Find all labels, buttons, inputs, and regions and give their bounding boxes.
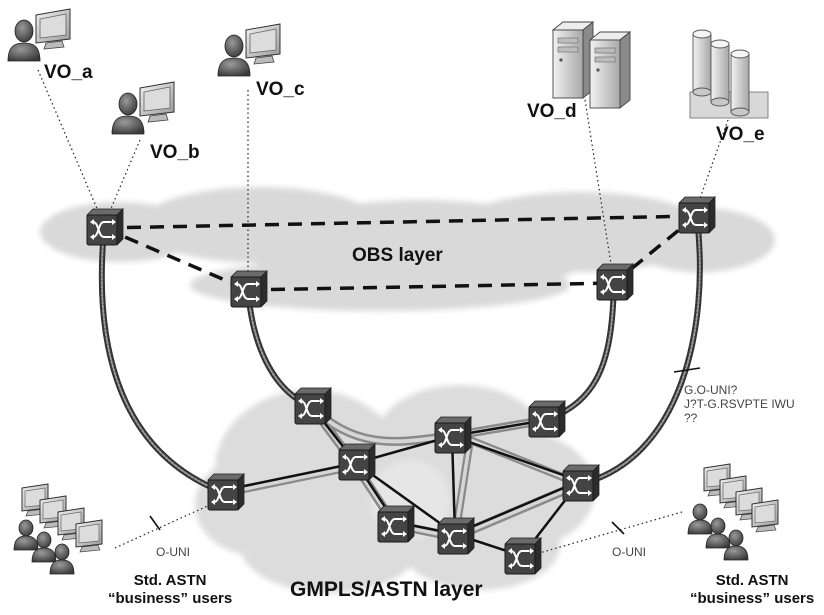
interface-note-line-3: ??: [684, 411, 698, 425]
o-uni-right-label: O-UNI: [612, 545, 646, 559]
interface-note-line-2: J?T-G.RSVPTE IWU: [684, 397, 795, 411]
gmpls-switch-1-icon: [294, 387, 332, 425]
gmpls-switch-8-icon: [437, 517, 475, 555]
o-uni-left-label: O-UNI: [156, 545, 190, 559]
gmpls-switch-2-icon: [528, 400, 566, 438]
vo-b-label: VO_b: [150, 142, 200, 163]
obs-switch-e-icon: [678, 196, 716, 234]
obs-switch-d-icon: [596, 263, 634, 301]
vo-e-storage-icon: [689, 29, 769, 119]
gmpls-switch-3-icon: [434, 416, 472, 454]
gmpls-layer-label: GMPLS/ASTN layer: [290, 578, 483, 601]
obs-links: [103, 214, 698, 292]
business-users-left-line-2: “business” users: [108, 590, 233, 607]
business-users-left-line-1: Std. ASTN: [133, 572, 207, 589]
obs-switch-c-icon: [230, 270, 268, 308]
business-users-left-label: Std. ASTN “business” users: [108, 572, 232, 608]
business-users-right-line-1: Std. ASTN: [715, 572, 789, 589]
vo-e-label: VO_e: [716, 124, 765, 145]
obs-switch-a-icon: [86, 208, 124, 246]
gmpls-switch-5-icon: [207, 473, 245, 511]
business-users-right-line-2: “business” users: [690, 590, 815, 607]
gmpls-switch-4-icon: [338, 443, 376, 481]
interface-note: G.O-UNI? J?T-G.RSVPTE IWU ??: [684, 383, 795, 425]
gmpls-switch-9-icon: [504, 537, 542, 575]
gmpls-switch-6-icon: [562, 464, 600, 502]
vo-c-label: VO_c: [256, 79, 305, 100]
gmpls-switch-7-icon: [377, 505, 415, 543]
interface-ticks: [149, 367, 701, 535]
business-users-right-label: Std. ASTN “business” users: [690, 572, 814, 608]
obs-cloud: [40, 187, 775, 311]
vo-a-workstation-icon: [7, 8, 71, 62]
vo-a-label: VO_a: [44, 62, 93, 83]
interface-note-line-1: G.O-UNI?: [684, 383, 738, 397]
obs-layer-label: OBS layer: [352, 245, 443, 266]
business-users-left-icon: [13, 483, 103, 575]
vo-d-server-icon: [552, 21, 631, 109]
vo-b-workstation-icon: [111, 81, 175, 135]
vo-d-label: VO_d: [527, 101, 577, 122]
vo-c-workstation-icon: [217, 23, 281, 77]
business-users-right-icon: [687, 463, 779, 561]
